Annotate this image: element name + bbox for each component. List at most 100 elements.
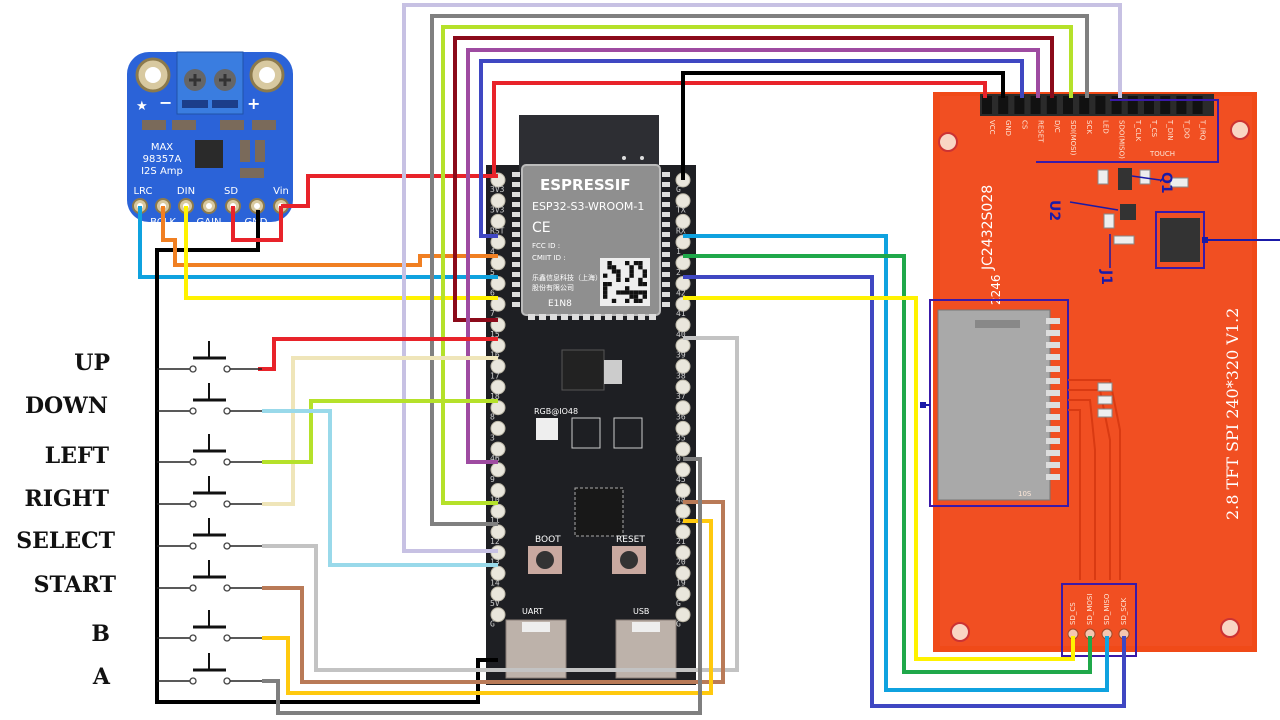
wire-btn-up <box>258 337 498 371</box>
amp-title-3: I2S Amp <box>141 166 183 177</box>
esp32-s3-board: ESPRESSIF ESP32-S3-WROOM-1 CE FCC ID : C… <box>486 115 696 685</box>
esp32-pin-label: G <box>490 620 495 629</box>
amp-title-1: MAX <box>151 142 173 153</box>
pushbutton-up[interactable] <box>157 341 262 373</box>
esp32-pin-label: 14 <box>490 578 500 587</box>
pushbutton-down[interactable] <box>157 383 262 415</box>
amp-pin-label: Vin <box>273 186 289 197</box>
lcd-pin-label: VCC <box>988 120 996 135</box>
pushbutton-right[interactable] <box>157 476 262 508</box>
wire-amp-bclk <box>161 206 498 267</box>
wires <box>138 3 1126 715</box>
annotation-q1: Q1 <box>1158 172 1174 194</box>
rgb-label: RGB@IO48 <box>534 407 578 416</box>
sd-header-outline <box>1061 583 1137 657</box>
esp32-pin-label: 45 <box>676 475 686 484</box>
esp32-pin-right <box>675 607 691 623</box>
lcd-header-pin <box>1046 96 1057 114</box>
usb-label: USB <box>633 607 649 616</box>
wire-lcd-mosi <box>441 25 1073 505</box>
chinese-company-2: 股份有限公司 <box>532 283 574 292</box>
lcd-header-pin <box>1192 96 1203 114</box>
rgb-led <box>536 418 558 440</box>
button-label-left: LEFT <box>45 443 110 469</box>
esp32-pin-left <box>490 213 506 229</box>
lcd-pin-label: T_DO <box>1182 119 1190 139</box>
esp32-pin-label: 7 <box>490 309 495 318</box>
wire-lcd-gnd <box>681 71 1005 180</box>
wire-amp-sd <box>231 206 283 242</box>
esp32-pin-label: 9 <box>490 475 495 484</box>
pushbutton-left[interactable] <box>157 434 262 466</box>
esp32-pin-label: 36 <box>676 413 686 422</box>
lcd-pin-label: CS <box>1020 120 1028 130</box>
lcd-pin-label: T_DIN <box>1166 119 1174 140</box>
wire-sd-miso <box>683 234 1109 692</box>
esp32-pin-right <box>675 441 691 457</box>
pushbutton-select[interactable] <box>157 518 262 550</box>
boot-button[interactable] <box>528 546 562 574</box>
esp32-pin-label: 5 <box>490 268 495 277</box>
sd-slot-label: 10S <box>1018 490 1032 498</box>
esp32-pin-right <box>675 503 691 519</box>
u1-chip <box>1160 218 1200 262</box>
lcd-pin-label: D/C <box>1053 120 1061 133</box>
module-model: ESP32-S3-WROOM-1 <box>532 200 644 213</box>
esp32-pin-label: 12 <box>490 537 500 546</box>
wire-amp-lrc <box>138 206 498 279</box>
reset-button[interactable] <box>612 546 646 574</box>
lcd-pin-label: RESET <box>1037 120 1045 143</box>
esp32-pin-label: 0 <box>676 454 681 463</box>
button-label-b: B <box>91 621 110 647</box>
boot-label: BOOT <box>535 535 561 545</box>
fcc-id: FCC ID : <box>532 242 560 250</box>
lcd-header-pin <box>1127 96 1138 114</box>
wire-sd-sck <box>683 275 1126 708</box>
pushbutton-b[interactable] <box>157 610 262 642</box>
esp32-pin-label: 39 <box>676 351 686 360</box>
esp32-pin-left <box>490 441 506 457</box>
wire-btn-a <box>262 457 702 715</box>
amp-chip <box>195 140 223 168</box>
pushbutton-start[interactable] <box>157 560 262 592</box>
minus-icon: − <box>159 93 172 112</box>
esp32-pin-label: 17 <box>490 371 500 380</box>
amp-title-2: 98357A <box>143 154 182 165</box>
wire-btn-b <box>262 519 713 695</box>
wire-btn-right <box>262 356 498 506</box>
lcd-header-pin <box>1030 96 1041 114</box>
esp32-pin-label: 35 <box>676 433 686 442</box>
button-label-down: DOWN <box>25 393 108 419</box>
lcd-header-pin <box>1111 96 1122 114</box>
pushbutton-a[interactable] <box>157 653 262 685</box>
esp32-pin-right <box>675 358 691 374</box>
esp32-pin-label: 41 <box>676 309 686 318</box>
esp32-pin-label: G <box>676 599 681 608</box>
esp32-pin-left <box>490 607 506 623</box>
esp32-pin-label: 3V3 <box>490 185 505 194</box>
amp-pin-label: SD <box>224 186 238 197</box>
q1-transistor <box>1118 168 1132 190</box>
sd-slot-outline <box>929 299 1069 507</box>
lcd-header-pin <box>1063 96 1073 114</box>
touch-outline <box>1036 99 1219 163</box>
esp32-pin-label: 10 <box>490 496 500 505</box>
amp-pin-label: DIN <box>177 186 195 197</box>
esp32-pin-label: 3V3 <box>490 206 505 215</box>
esp32-pin-left <box>490 420 506 436</box>
amp-pcb <box>127 52 293 222</box>
lcd-header-pin <box>998 96 1009 114</box>
mount-hole-icon <box>938 132 958 152</box>
wire-lcd-cs <box>479 59 1024 238</box>
esp32-pin-label: RST <box>490 226 505 235</box>
esp32-pin-label: 16 <box>490 351 500 360</box>
annotation-j1: J1 <box>1098 269 1114 285</box>
wire-btn-select <box>262 336 739 672</box>
wire-lcd-sck <box>430 14 1089 526</box>
lcd-header-pin <box>1160 96 1171 114</box>
esp32-pin-label: 38 <box>676 371 686 380</box>
